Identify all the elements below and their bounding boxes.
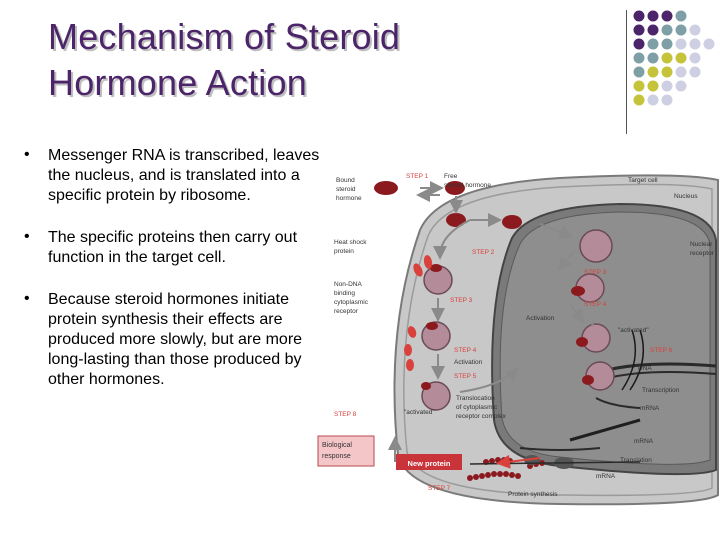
label-step1: STEP 1 [406, 173, 429, 180]
dot-row-2 [634, 25, 701, 36]
steroid-mechanism-diagram: New protein Biological response Bound st… [316, 162, 720, 514]
label-non-dna-binding-receptor: Non-DNA binding cytoplasmic receptor [334, 281, 370, 315]
dot-row-5 [634, 67, 701, 78]
bullet-item: • Because steroid hormones initiate prote… [24, 290, 324, 390]
label-step6: STEP 6 [650, 347, 673, 354]
label-free-steroid-hormone: Free steroid hormone [444, 173, 491, 189]
decorative-divider [626, 10, 627, 134]
label-activation-right: Activation [526, 315, 555, 322]
label-bound-steroid-hormone: Bound steroid hormone [336, 177, 362, 202]
label-mrna-2: mRNA [634, 438, 654, 445]
label-mrna-1: mRNA [640, 405, 660, 412]
bullet-item: • The specific proteins then carry out fu… [24, 228, 324, 268]
label-step3-left: STEP 3 [450, 297, 473, 304]
decorative-dot-grid [633, 10, 717, 106]
bullet-dot-icon: • [24, 145, 30, 165]
label-mrna-3: mRNA [596, 473, 616, 480]
dot-row-6 [634, 81, 687, 92]
label-dna: DNA [638, 365, 652, 372]
biological-response-box [318, 436, 374, 466]
label-nucleus: Nucleus [674, 193, 698, 200]
bullet-text: Because steroid hormones initiate protei… [48, 291, 302, 388]
title-line-1: Mechanism of Steroid [48, 16, 400, 57]
label-activated-right: "activated" [618, 327, 649, 334]
label-step4-right: STEP 4 [584, 301, 607, 308]
bullet-list: • Messenger RNA is transcribed, leaves th… [24, 146, 324, 412]
label-target-cell: Target cell [628, 177, 658, 184]
label-protein-synthesis: Protein synthesis [508, 491, 558, 498]
cytoplasmic-receptors [421, 264, 452, 410]
bullet-dot-icon: • [24, 289, 30, 309]
label-step7: STEP 7 [428, 485, 451, 492]
bullet-dot-icon: • [24, 227, 30, 247]
dot-row-7 [634, 95, 673, 106]
label-translation: Translation [620, 457, 652, 464]
bullet-text: The specific proteins then carry out fun… [48, 229, 297, 266]
title-line-2: Hormone Action [48, 62, 307, 103]
bullet-item: • Messenger RNA is transcribed, leaves th… [24, 146, 324, 206]
bullet-text: Messenger RNA is transcribed, leaves the… [48, 147, 319, 204]
label-new-protein: New protein [408, 459, 451, 468]
dot-row-3 [634, 39, 715, 50]
label-step2: STEP 2 [472, 249, 495, 256]
label-step8: STEP 8 [334, 411, 357, 418]
label-activation-left: Activation [454, 359, 483, 366]
label-activated-left: "activated" [404, 409, 435, 416]
bound-hormone [374, 181, 398, 195]
dot-row-1 [634, 11, 687, 22]
label-transcription: Transcription [642, 387, 680, 394]
dot-row-4 [634, 53, 701, 64]
label-step5: STEP 5 [454, 373, 477, 380]
label-step3-right: STEP 3 [584, 269, 607, 276]
label-heat-shock-protein: Heat shock protein [334, 239, 368, 255]
label-step4-left: STEP 4 [454, 347, 477, 354]
slide-title: Mechanism of Steroid Hormone Action [48, 14, 468, 106]
